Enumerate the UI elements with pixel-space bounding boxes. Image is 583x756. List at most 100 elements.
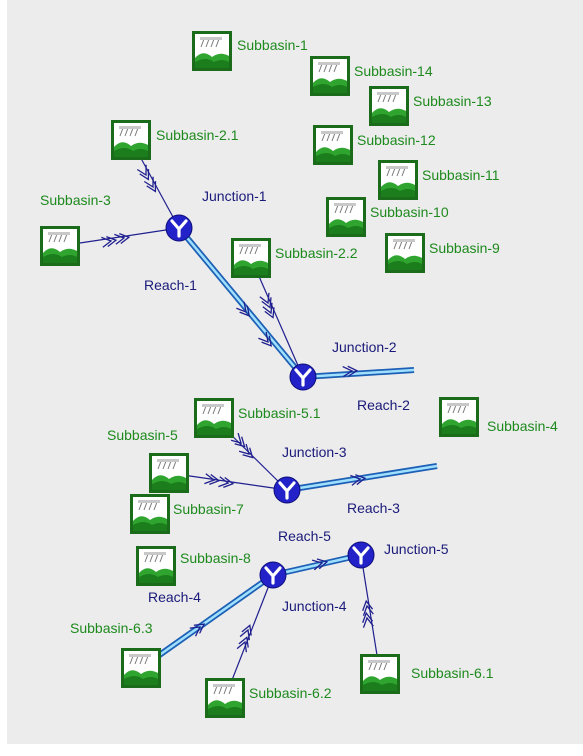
- reach-reach-4[interactable]: [139, 572, 275, 671]
- subbasin-label: Subbasin-13: [413, 93, 492, 109]
- subbasin-icon: [360, 654, 400, 694]
- flow-arrow-icon: [262, 302, 275, 319]
- junction-icon: [165, 214, 193, 242]
- subbasin-icon: [130, 494, 170, 534]
- subbasin-icon: [111, 120, 151, 160]
- subbasin-label: Subbasin-7: [173, 501, 244, 517]
- flow-arrow-icon: [362, 599, 374, 616]
- flow-arrow-icon: [218, 476, 235, 488]
- flow-arrow-icon: [259, 292, 272, 309]
- subbasin-label: Subbasin-11: [422, 167, 500, 183]
- flow-arrow-icon: [189, 623, 206, 637]
- flow-arrow-icon: [136, 164, 150, 181]
- junction-junction-4[interactable]: [259, 561, 287, 589]
- reach-label: Reach-2: [357, 397, 410, 413]
- subbasin-label: Subbasin-8: [180, 550, 251, 566]
- subbasin-label: Subbasin-6.3: [70, 620, 153, 636]
- subbasin-subbasin-4[interactable]: [439, 397, 479, 437]
- flow-arrow-icon: [239, 624, 252, 641]
- subbasin-label: Subbasin-6.1: [411, 665, 494, 681]
- junction-label: Junction-1: [202, 188, 267, 204]
- nodes-layer: [40, 31, 479, 718]
- junction-label: Junction-5: [384, 541, 449, 557]
- subbasin-subbasin-6-2[interactable]: [205, 678, 245, 718]
- subbasin-label: Subbasin-5: [107, 427, 178, 443]
- reach-label: Reach-4: [148, 589, 201, 605]
- flow-arrow-icon: [258, 331, 273, 347]
- subbasin-label: Subbasin-12: [357, 132, 436, 148]
- subbasin-subbasin-6-1[interactable]: [360, 654, 400, 694]
- subbasin-label: Subbasin-3: [40, 192, 111, 208]
- subbasin-icon: [136, 546, 176, 586]
- subbasin-icon: [310, 56, 350, 96]
- subbasin-subbasin-7[interactable]: [130, 494, 170, 534]
- reach-reach-5[interactable]: [272, 552, 362, 578]
- subbasin-subbasin-5-1[interactable]: [194, 398, 234, 438]
- reach-label: Reach-1: [144, 277, 197, 293]
- flow-arrow-icon: [143, 176, 157, 193]
- subbasin-subbasin-6-3[interactable]: [121, 648, 161, 688]
- subbasin-label: Subbasin-2.2: [275, 245, 358, 261]
- subbasin-subbasin-3[interactable]: [40, 226, 80, 266]
- subbasin-label: Subbasin-1: [237, 37, 308, 53]
- junction-icon: [289, 363, 317, 391]
- subbasin-subbasin-1[interactable]: [192, 31, 232, 71]
- junction-junction-3[interactable]: [273, 476, 301, 504]
- subbasin-label: Subbasin-10: [370, 204, 449, 220]
- subbasin-icon: [439, 397, 479, 437]
- flow-arrow-icon: [101, 236, 118, 248]
- subbasin-icon: [369, 86, 409, 126]
- junction-icon: [259, 561, 287, 589]
- labels-layer: Subbasin-1Subbasin-14Subbasin-13Subbasin…: [40, 37, 558, 701]
- junction-junction-2[interactable]: [289, 363, 317, 391]
- subbasin-subbasin-11[interactable]: [378, 160, 418, 200]
- subbasin-subbasin-5[interactable]: [149, 453, 189, 493]
- flow-arrow-icon: [204, 473, 221, 485]
- flow-arrow-icon: [236, 636, 249, 653]
- subbasin-label: Subbasin-2.1: [156, 127, 239, 143]
- flow-arrow-icon: [362, 611, 374, 628]
- subbasin-subbasin-8[interactable]: [136, 546, 176, 586]
- subbasin-subbasin-12[interactable]: [313, 125, 353, 165]
- subbasin-subbasin-10[interactable]: [326, 197, 366, 237]
- subbasin-icon: [205, 678, 245, 718]
- subbasin-label: Subbasin-14: [354, 63, 433, 79]
- subbasin-icon: [149, 453, 189, 493]
- junction-label: Junction-2: [332, 339, 397, 355]
- subbasin-label: Subbasin-5.1: [238, 405, 321, 421]
- subbasin-subbasin-13[interactable]: [369, 86, 409, 126]
- subbasin-icon: [231, 238, 271, 278]
- reach-reach-3[interactable]: [286, 463, 438, 493]
- subbasin-label: Subbasin-9: [429, 240, 500, 256]
- junction-junction-5[interactable]: [347, 541, 375, 569]
- subbasin-icon: [313, 125, 353, 165]
- subbasin-subbasin-9[interactable]: [385, 233, 425, 273]
- subbasin-label: Subbasin-6.2: [249, 685, 332, 701]
- reach-reach-2[interactable]: [302, 365, 415, 380]
- junction-icon: [347, 541, 375, 569]
- subbasin-icon: [194, 398, 234, 438]
- subbasin-icon: [385, 233, 425, 273]
- flow-arrow-icon: [230, 432, 246, 448]
- subbasin-icon: [40, 226, 80, 266]
- subbasin-subbasin-2-1[interactable]: [111, 120, 151, 160]
- reach-label: Reach-3: [347, 500, 400, 516]
- subbasin-label: Subbasin-4: [487, 418, 558, 434]
- subbasin-subbasin-14[interactable]: [310, 56, 350, 96]
- reach-label: Reach-5: [278, 528, 331, 544]
- junction-junction-1[interactable]: [165, 214, 193, 242]
- subbasin-subbasin-2-2[interactable]: [231, 238, 271, 278]
- flow-arrow-icon: [238, 443, 254, 459]
- subbasin-icon: [121, 648, 161, 688]
- reach-reach-1[interactable]: [176, 226, 306, 379]
- flow-arrow-icon: [350, 474, 367, 486]
- subbasin-icon: [192, 31, 232, 71]
- junction-label: Junction-3: [282, 444, 347, 460]
- flow-arrow-icon: [311, 558, 329, 571]
- subbasin-icon: [326, 197, 366, 237]
- flow-arrow-icon: [236, 301, 251, 317]
- flow-arrow-icon: [342, 365, 359, 378]
- reaches-layer: [139, 226, 438, 671]
- junction-label: Junction-4: [282, 598, 347, 614]
